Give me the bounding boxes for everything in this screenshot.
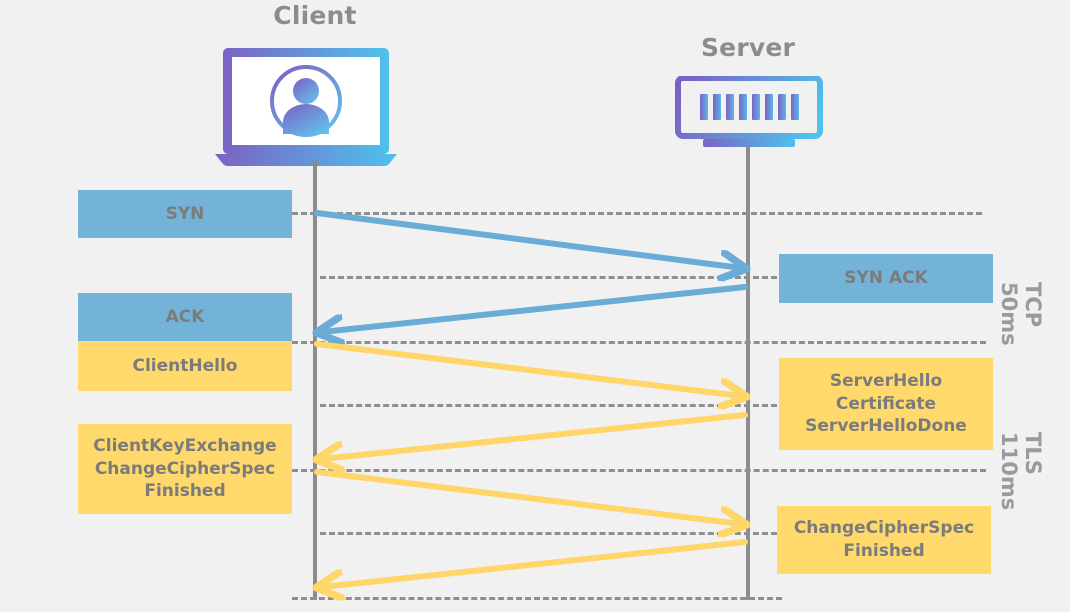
phase-label-tcp: TCP 50ms [997, 282, 1045, 346]
message-box-syn[interactable]: SYN [78, 190, 292, 238]
message-label: ChangeCipherSpec [793, 518, 975, 539]
guide-line-7 [292, 597, 782, 600]
message-label: ClientKeyExchange [93, 436, 277, 457]
arrow-client-key-exchange [314, 469, 741, 524]
arrow-syn [314, 210, 741, 268]
phase-duration: 50ms [997, 282, 1022, 346]
message-label: ServerHello [829, 371, 943, 392]
message-box-client-hello[interactable]: ClientHello [78, 341, 292, 391]
message-label: Finished [843, 541, 925, 561]
laptop-user-icon [215, 48, 397, 166]
client-lifeline [313, 160, 317, 600]
server-title: Server [700, 33, 796, 62]
guide-line-3 [292, 341, 986, 344]
message-label: ClientHello [132, 355, 238, 376]
message-box-server-change-cipher[interactable]: ChangeCipherSpec Finished [777, 506, 991, 574]
phase-name: TCP [1021, 282, 1045, 328]
arrow-client-hello [314, 341, 741, 396]
arrow-server-hello [322, 412, 748, 459]
arrow-syn-ack [322, 284, 748, 332]
message-box-ack[interactable]: ACK [78, 293, 292, 341]
message-label: ServerHelloDone [805, 416, 967, 437]
message-label: SYN ACK [844, 268, 928, 289]
guide-line-2 [320, 276, 786, 279]
arrow-server-finished [322, 539, 748, 587]
message-label: Certificate [835, 393, 937, 414]
phase-label-tls: TLS 110ms [997, 432, 1045, 511]
message-label: ChangeCipherSpec [94, 458, 276, 479]
guide-line-6 [320, 532, 786, 535]
message-box-server-hello[interactable]: ServerHello Certificate ServerHelloDone [779, 358, 993, 450]
guide-line-5 [292, 469, 986, 472]
phase-name: TLS [1021, 432, 1045, 475]
client-title: Client [273, 1, 357, 30]
message-label: Finished [144, 481, 226, 502]
message-box-syn-ack[interactable]: SYN ACK [779, 254, 993, 303]
message-label: ACK [165, 306, 205, 327]
message-box-client-key-exchange[interactable]: ClientKeyExchange ChangeCipherSpec Finis… [78, 424, 292, 514]
guide-line-4 [320, 404, 786, 407]
server-lifeline [746, 146, 750, 600]
phase-duration: 110ms [997, 432, 1022, 511]
message-label: SYN [165, 203, 205, 224]
guide-line-1 [292, 212, 982, 215]
rack-server-icon [675, 76, 823, 147]
